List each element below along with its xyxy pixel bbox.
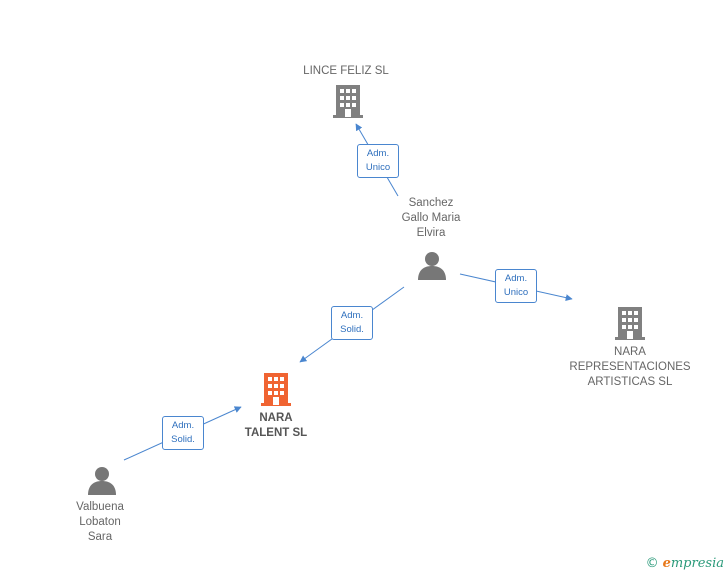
node-label-nara-talent: NARA TALENT SL — [244, 412, 308, 439]
node-nara-rep[interactable] — [615, 306, 645, 340]
node-valbuena[interactable] — [87, 465, 117, 495]
node-label-valbuena: Valbuena Lobaton Sara — [76, 501, 124, 543]
node-lince[interactable] — [333, 84, 363, 118]
copyright-symbol: © — [645, 556, 659, 571]
node-nara-talent[interactable] — [261, 372, 291, 406]
node-label-sanchez: Sanchez Gallo Maria Elvira — [401, 197, 461, 239]
node-label-nara-rep: NARA REPRESENTACIONES ARTISTICAS SL — [569, 346, 691, 388]
building-icon — [333, 85, 363, 118]
brand-name-first: e — [662, 556, 671, 571]
edge-label-sanchez-nara-rep: Adm. Unico — [495, 269, 537, 303]
node-label-lince: LINCE FELIZ SL — [303, 65, 389, 77]
building-icon — [261, 373, 291, 406]
person-icon — [418, 252, 446, 280]
brand-name-rest: mpresia — [670, 556, 724, 571]
brand-logo: ©empresia — [646, 556, 724, 571]
building-icon — [615, 307, 645, 340]
edge-label-sanchez-nara-talent: Adm. Solid. — [331, 306, 373, 340]
edge-label-valbuena-nara-talent: Adm. Solid. — [162, 416, 204, 450]
node-sanchez[interactable] — [417, 250, 447, 280]
person-icon — [88, 467, 116, 495]
edge-label-sanchez-lince: Adm. Unico — [357, 144, 399, 178]
